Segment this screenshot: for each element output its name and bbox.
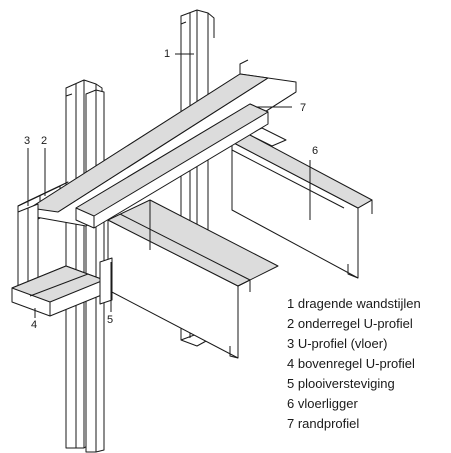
legend-item-2: 2 onderregel U-profiel (287, 316, 413, 331)
callout-2: 2 (41, 135, 48, 147)
buckling-stiffener (99, 257, 113, 305)
floor-u-profile (17, 203, 39, 289)
callout-6: 6 (312, 145, 319, 157)
floor-joist-right (231, 127, 373, 279)
floor-joist-main (107, 199, 279, 359)
leader-lines (27, 53, 311, 318)
legend-item-4: 4 bovenregel U-profiel (287, 356, 415, 371)
rim-channel (75, 103, 269, 229)
legend-item-3: 3 U-profiel (vloer) (287, 336, 388, 351)
legend-item-7: 7 randprofiel (287, 416, 360, 431)
callout-7: 7 (300, 102, 307, 114)
callout-3: 3 (24, 135, 31, 147)
legend: 1 dragende wandstijlen 2 onderregel U-pr… (287, 294, 421, 434)
legend-item-1: 1 dragende wandstijlen (287, 296, 421, 311)
callout-1: 1 (164, 48, 171, 60)
legend-item-5: 5 plooiversteviging (287, 376, 395, 391)
legend-item-6: 6 vloerligger (287, 396, 358, 411)
bottom-rail (11, 265, 105, 317)
callout-5: 5 (107, 314, 114, 326)
callout-4: 4 (31, 319, 38, 331)
